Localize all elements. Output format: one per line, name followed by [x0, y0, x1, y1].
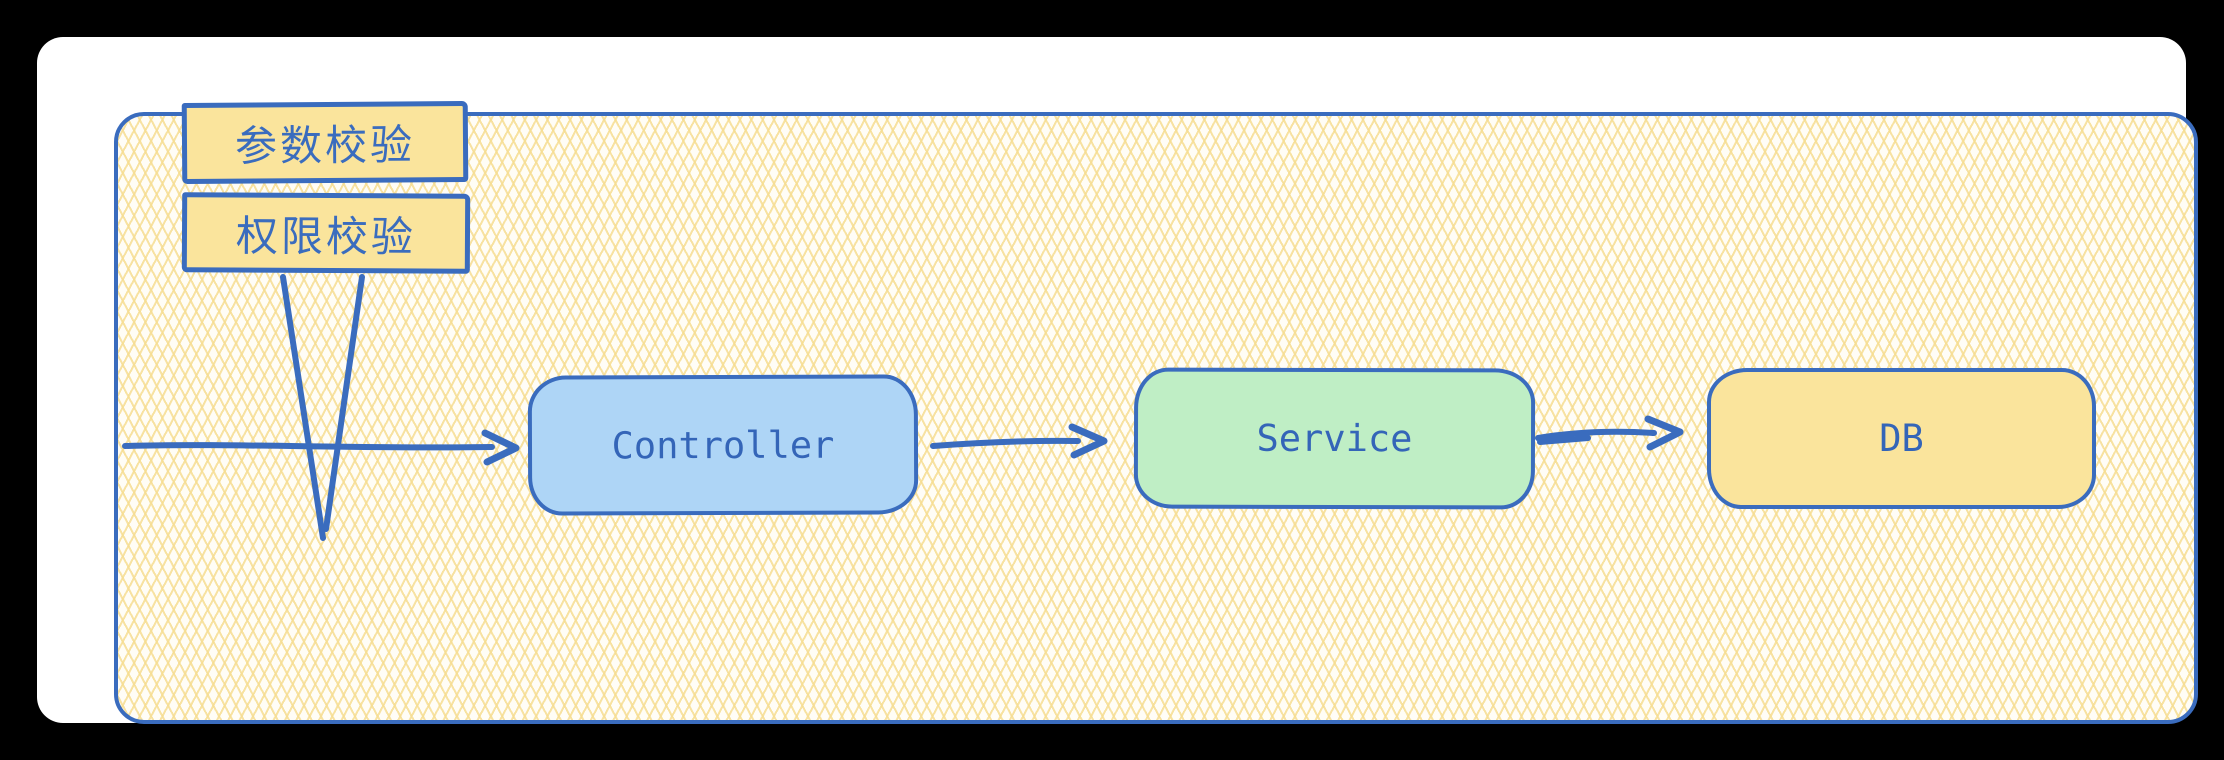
flow-node-controller: Controller: [527, 374, 919, 516]
validation-box-param: 参数校验: [181, 101, 469, 184]
flow-node-db-label: DB: [1879, 417, 1924, 460]
flow-node-service-label: Service: [1256, 416, 1413, 461]
flow-node-db: DB: [1707, 368, 2096, 509]
flow-node-controller-label: Controller: [611, 423, 835, 467]
validation-box-perm-label: 权限校验: [235, 211, 417, 261]
flow-node-service: Service: [1133, 367, 1536, 510]
validation-box-perm: 权限校验: [181, 192, 471, 274]
validation-box-param-label: 参数校验: [234, 120, 416, 171]
